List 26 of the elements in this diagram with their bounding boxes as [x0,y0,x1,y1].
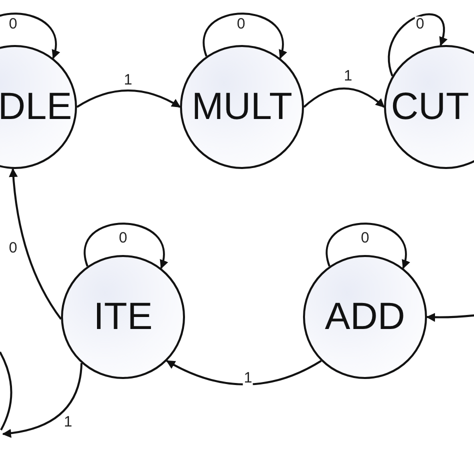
arrow [2,363,83,438]
arrow [0,12,60,60]
edge-label: 0 [8,240,18,256]
state-name: MULT [192,88,292,126]
arrow [326,222,410,270]
arrow [166,360,322,386]
edge-label: 0 [414,16,426,32]
state-name: DLE [0,88,72,126]
state-name: ADD [324,298,406,336]
edge-label: 1 [122,72,134,88]
edge-label: 0 [8,16,18,32]
edge-label: 1 [342,68,354,84]
edge-label: 0 [360,230,370,246]
arrow [76,90,181,108]
arrow [426,312,474,322]
edge-label: 1 [62,414,74,430]
arrow [388,14,447,76]
arrow [303,88,385,108]
edge-label: 0 [118,230,128,246]
arrow [84,222,168,270]
arrow [202,12,286,60]
state-name: CUT [390,88,470,126]
state-name: ITE [93,298,153,336]
arrow [8,168,62,320]
edge-label: 1 [242,370,254,386]
edge-label: 0 [236,16,246,32]
